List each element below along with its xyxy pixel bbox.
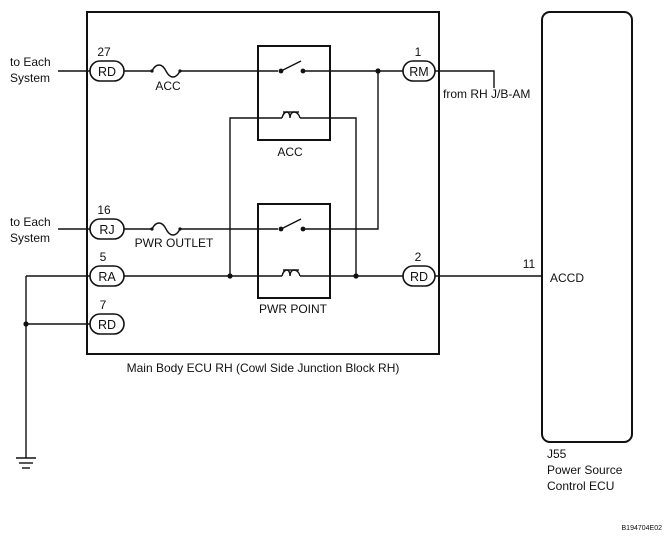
connector-1-pin: 1 xyxy=(415,45,422,59)
to-each-system-top-line1: to Each xyxy=(10,55,51,69)
connector-16-code: RJ xyxy=(99,223,114,237)
to-each-system-top-line2: System xyxy=(10,71,50,85)
junction-dot-coil-left xyxy=(227,273,233,279)
connector-2-code: RD xyxy=(410,270,428,284)
figure-code: B194704E02 xyxy=(622,525,663,532)
acc-relay-label: ACC xyxy=(277,145,303,159)
wire-acc-coil-left xyxy=(229,117,282,276)
connector-2-pin: 2 xyxy=(415,250,422,264)
connector-5-pin: 5 xyxy=(100,250,107,264)
power-source-ecu-pin: 11 xyxy=(523,257,536,271)
acc-relay-coil-icon xyxy=(281,111,301,119)
junction-dot-top xyxy=(375,68,381,74)
connector-5: 5 RA xyxy=(89,250,125,287)
connector-7: 7 RD xyxy=(89,298,125,335)
acc-fuse-icon xyxy=(150,64,182,78)
connector-1: 1 RM xyxy=(402,45,436,82)
connector-1-code: RM xyxy=(409,65,428,79)
pwr-outlet-fuse-icon xyxy=(150,222,182,236)
connector-16: 16 RJ xyxy=(89,203,125,240)
connector-27-pin: 27 xyxy=(97,45,111,59)
connector-7-pin: 7 xyxy=(100,298,107,312)
wire-rm-out xyxy=(435,70,495,88)
to-each-system-mid-line2: System xyxy=(10,231,50,245)
connector-7-code: RD xyxy=(98,318,116,332)
connector-2: 2 RD xyxy=(402,250,436,287)
acc-fuse-label: ACC xyxy=(155,79,181,93)
junction-dot-coil-right xyxy=(353,273,359,279)
connector-27-code: RD xyxy=(98,65,116,79)
main-body-ecu-block xyxy=(86,11,440,355)
junction-dot-ground xyxy=(23,321,29,327)
acc-relay-switch-icon xyxy=(278,60,306,74)
from-rh-jb-label: from RH J/B-AM xyxy=(443,87,530,101)
wire-acc-coil-right xyxy=(300,117,357,276)
power-source-ecu-name-2: Control ECU xyxy=(547,479,614,493)
main-body-ecu-caption: Main Body ECU RH (Cowl Side Junction Blo… xyxy=(127,361,400,375)
power-source-ecu-name-1: Power Source xyxy=(547,463,623,477)
pwr-point-relay-coil-icon xyxy=(281,269,301,277)
to-each-system-mid-line1: to Each xyxy=(10,215,51,229)
ground-icon xyxy=(16,457,36,469)
wire-junction-down xyxy=(305,71,379,230)
connector-5-code: RA xyxy=(98,270,116,284)
pwr-outlet-fuse-label: PWR OUTLET xyxy=(135,236,214,250)
power-source-ecu-terminal: ACCD xyxy=(550,271,584,285)
power-source-ecu-block xyxy=(541,11,633,443)
pwr-point-relay-box xyxy=(257,203,331,299)
acc-relay-box xyxy=(257,45,331,141)
connector-27: 27 RD xyxy=(89,45,125,82)
pwr-point-relay-switch-icon xyxy=(278,218,306,232)
pwr-point-relay-label: PWR POINT xyxy=(259,302,328,316)
power-source-ecu-code: J55 xyxy=(547,447,567,461)
connector-16-pin: 16 xyxy=(97,203,111,217)
